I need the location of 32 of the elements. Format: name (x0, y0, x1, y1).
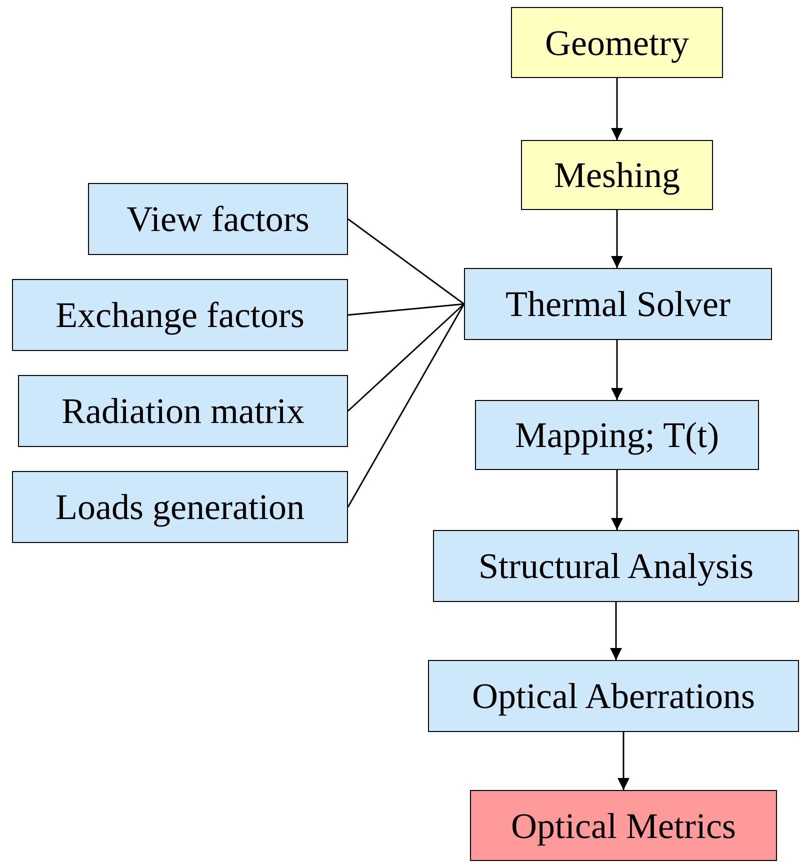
box-label: Exchange factors (56, 294, 304, 336)
box-label: Optical Aberrations (472, 675, 755, 717)
process-box (428, 660, 799, 732)
process-box (88, 183, 348, 255)
box-label: Geometry (545, 22, 689, 64)
box-label: Structural Analysis (478, 545, 754, 587)
connector-line (348, 303, 464, 412)
arrow (611, 210, 623, 268)
process-box (521, 140, 713, 210)
process-box (470, 790, 777, 861)
process-box (433, 530, 799, 602)
connector-line (348, 218, 464, 305)
box-label: Loads generation (56, 486, 304, 528)
arrow (618, 732, 630, 790)
process-box (12, 279, 348, 351)
connector-line (347, 304, 465, 508)
arrow (611, 470, 623, 530)
box-label: View factors (126, 198, 310, 240)
arrow (611, 340, 623, 400)
arrow (611, 78, 623, 140)
arrow (610, 602, 622, 660)
box-label: Meshing (554, 154, 680, 196)
connector-line (348, 303, 464, 316)
box-label: Mapping; T(t) (514, 414, 720, 456)
process-box (475, 400, 759, 470)
box-label: Thermal Solver (506, 283, 730, 325)
box-label: Optical Metrics (511, 804, 736, 846)
process-box (12, 471, 348, 543)
box-label: Radiation matrix (62, 390, 304, 432)
process-box (464, 268, 772, 340)
process-box (511, 7, 723, 78)
process-box (18, 375, 348, 447)
